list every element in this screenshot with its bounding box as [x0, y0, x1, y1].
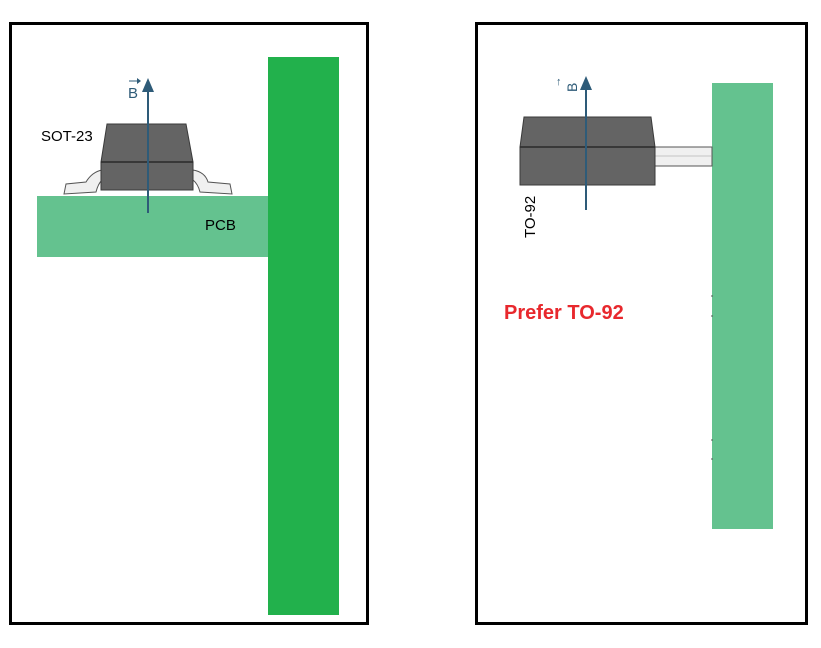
to92-field-label: B — [564, 82, 580, 92]
sot23-field-label: B — [128, 85, 139, 102]
to92-leads — [654, 146, 713, 167]
to92-field-arrowhead — [580, 76, 592, 90]
prefer-to92-callout: Prefer TO-92 — [504, 302, 624, 324]
to92-body-top — [519, 116, 656, 148]
vertical-pcb — [268, 57, 339, 615]
vertical-pcb-right — [712, 83, 773, 529]
sot23-field-arrowhead — [142, 78, 154, 92]
to92-body-bottom — [519, 146, 656, 186]
horizontal-pcb — [37, 196, 268, 257]
to92-field-vector-arrow: ↑ — [556, 76, 562, 88]
to92-package-label: TO-92 — [522, 195, 539, 238]
sot23-package-label: SOT-23 — [41, 128, 93, 145]
sot23-right-lead — [192, 169, 233, 195]
pcb-label: PCB — [205, 217, 236, 234]
